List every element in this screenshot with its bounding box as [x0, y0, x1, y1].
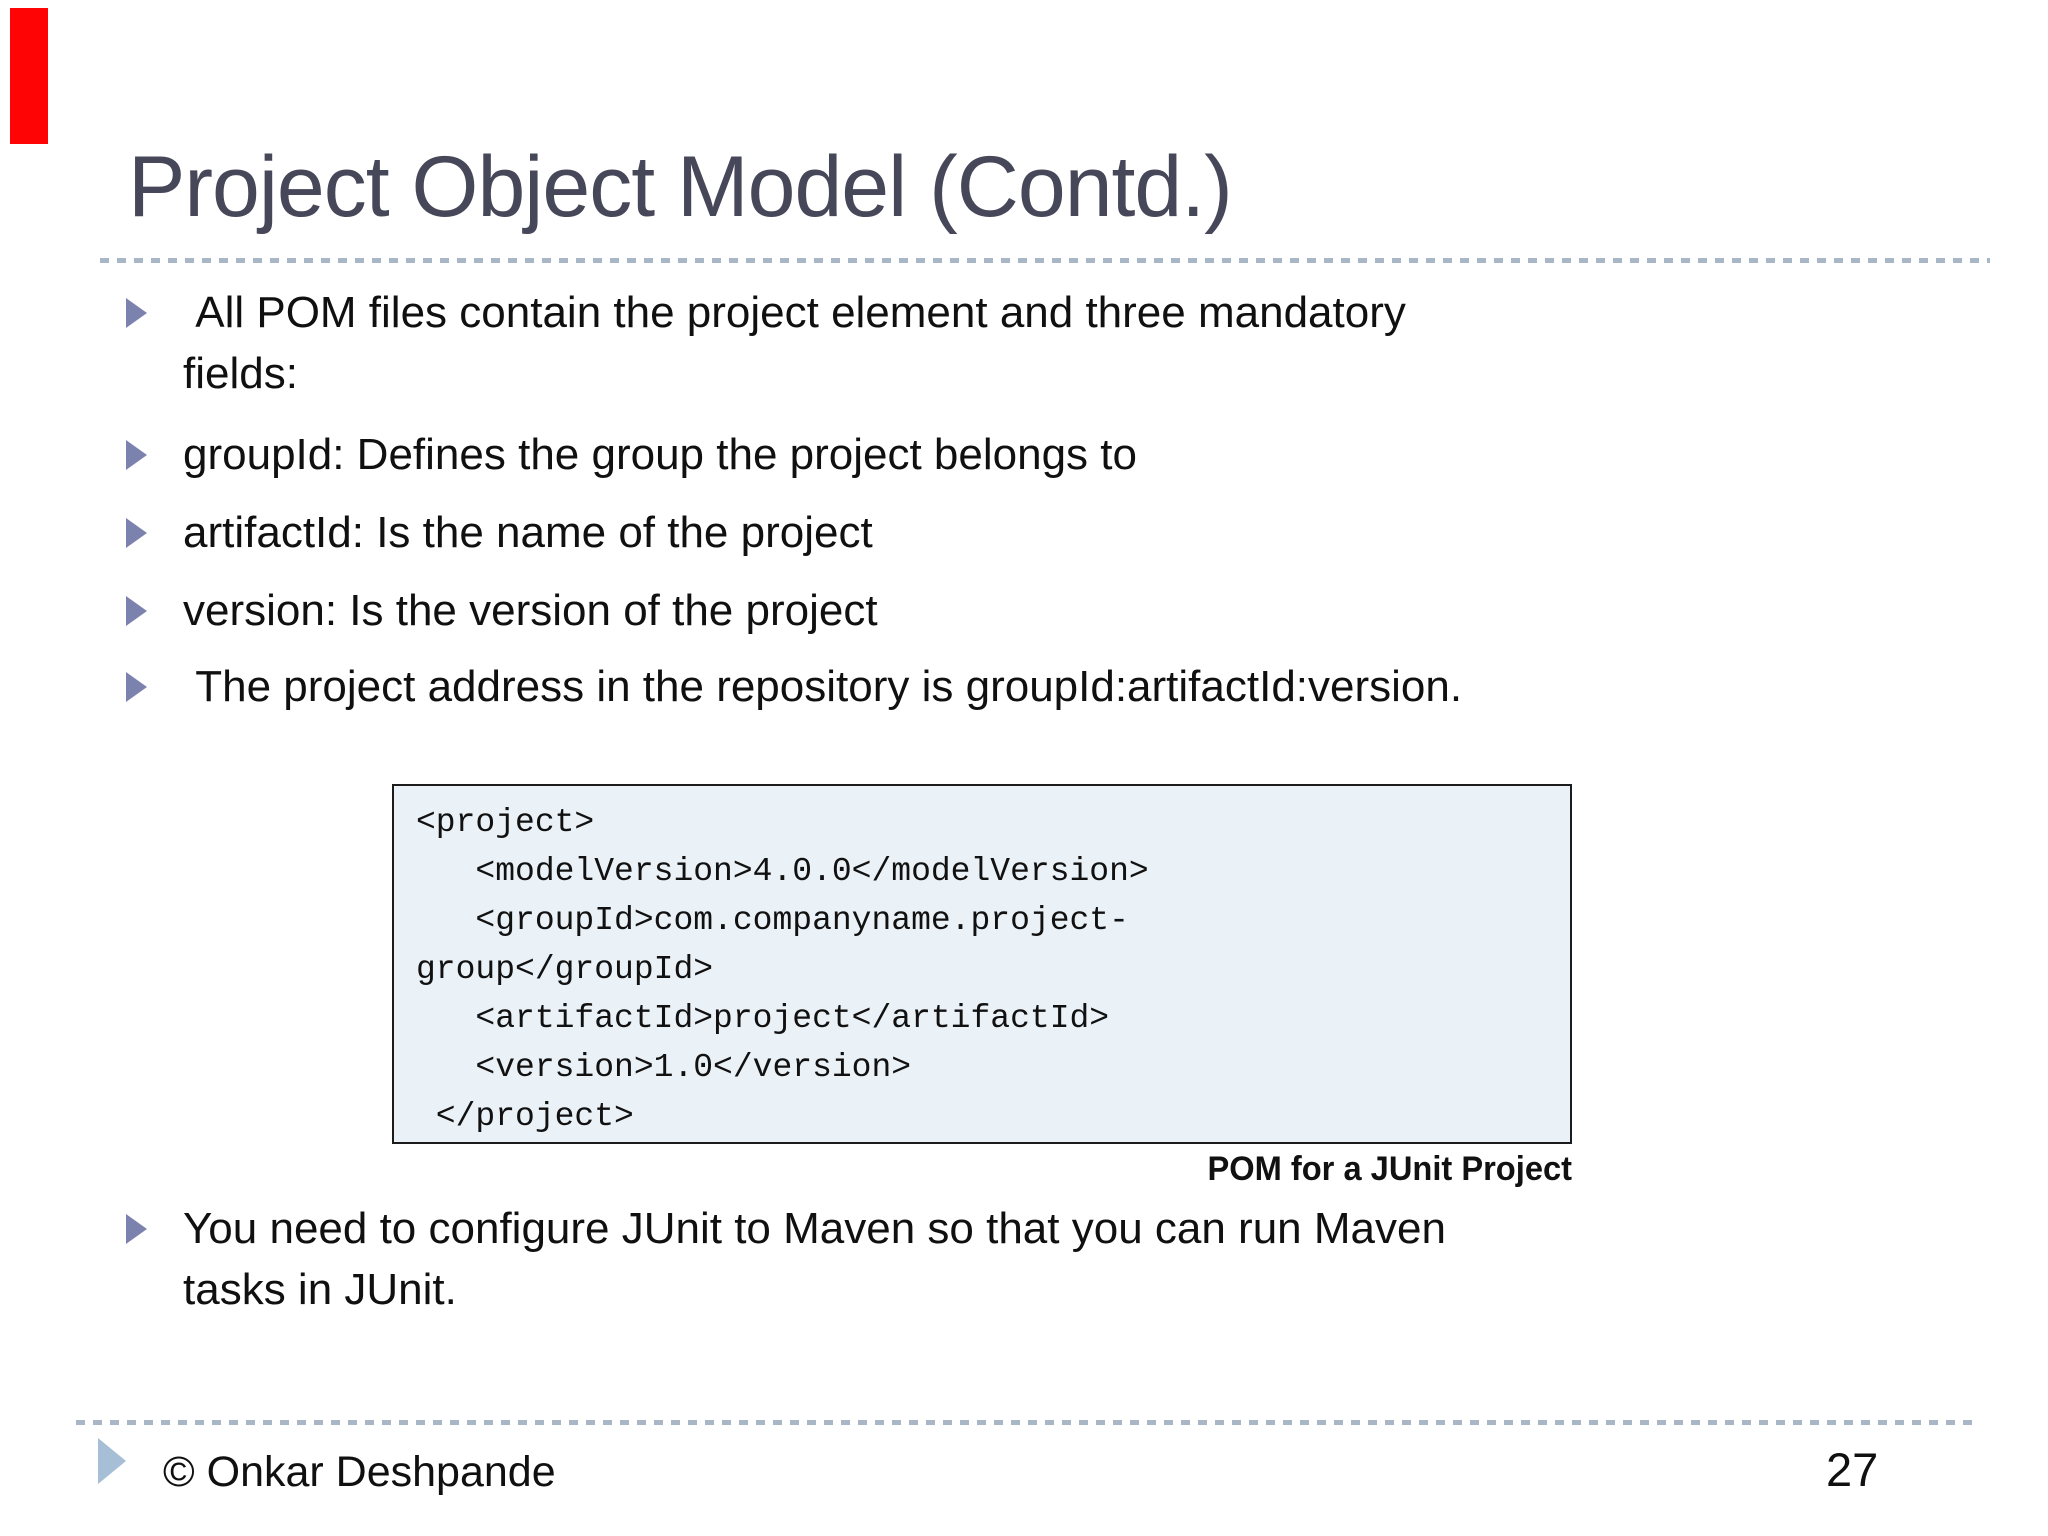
code-caption: POM for a JUnit Project [1207, 1150, 1572, 1188]
bullet-text: All POM files contain the project elemen… [183, 288, 1406, 398]
red-accent-bar [10, 8, 48, 144]
bullet-item: The project address in the repository is… [126, 656, 2006, 717]
triangle-bullet-icon [126, 298, 147, 328]
footer-divider-line [76, 1420, 1976, 1425]
title-divider-line [100, 258, 1990, 263]
triangle-bullet-icon [126, 1214, 147, 1244]
triangle-bullet-icon [126, 518, 147, 548]
triangle-bullet-icon [126, 440, 147, 470]
bullet-item: groupId: Defines the group the project b… [126, 424, 2006, 485]
triangle-bullet-icon [126, 672, 147, 702]
bullet-text: version: Is the version of the project [183, 586, 878, 635]
bullet-text: The project address in the repository is… [183, 662, 1463, 711]
page-number: 27 [1826, 1443, 1879, 1496]
bullet-text: artifactId: Is the name of the project [183, 508, 873, 557]
bullet-item: You need to configure JUnit to Maven so … [126, 1198, 2006, 1320]
triangle-bullet-icon [126, 596, 147, 626]
bullet-item: All POM files contain the project elemen… [126, 282, 2006, 404]
bullet-text: You need to configure JUnit to Maven so … [183, 1204, 1446, 1314]
bullet-item: version: Is the version of the project [126, 580, 2006, 641]
slide-title: Project Object Model (Contd.) [128, 139, 1233, 235]
footer-triangle-icon [98, 1438, 126, 1484]
bullet-text: groupId: Defines the group the project b… [183, 430, 1137, 479]
pom-xml-code: <project> <modelVersion>4.0.0</modelVers… [416, 804, 1149, 1135]
code-box: <project> <modelVersion>4.0.0</modelVers… [392, 784, 1572, 1144]
copyright-text: © Onkar Deshpande [163, 1448, 556, 1496]
bullet-item: artifactId: Is the name of the project [126, 502, 2006, 563]
